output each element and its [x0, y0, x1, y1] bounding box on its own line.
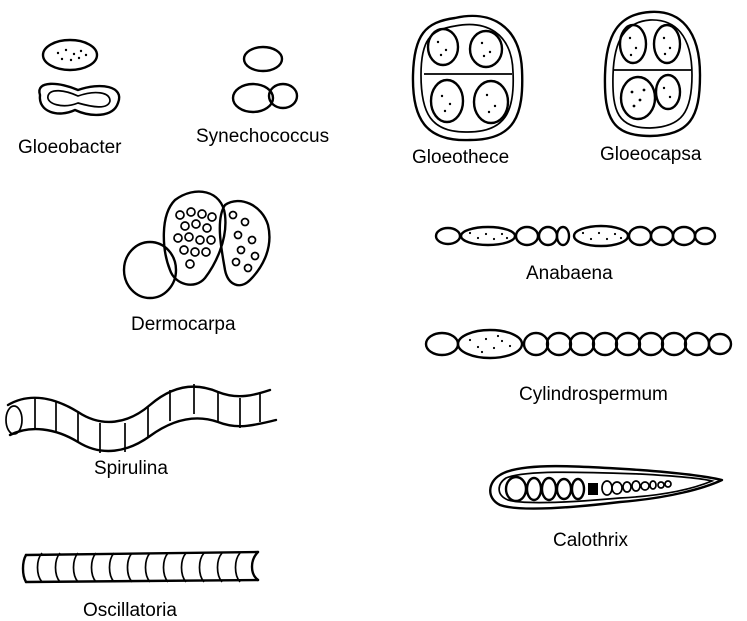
anabaena-drawing [436, 226, 715, 246]
gloeobacter-drawing [39, 40, 119, 115]
label-calothrix: Calothrix [553, 530, 628, 551]
label-gloeothece: Gloeothece [412, 147, 509, 168]
gloeocapsa-drawing [605, 12, 700, 136]
label-dermocarpa: Dermocarpa [131, 314, 236, 335]
spirulina-drawing [6, 384, 276, 453]
oscillatoria-drawing [23, 552, 258, 582]
calothrix-drawing [490, 466, 722, 509]
label-spirulina: Spirulina [94, 458, 168, 479]
label-cylindrospermum: Cylindrospermum [519, 384, 668, 405]
label-gloeobacter: Gloeobacter [18, 137, 122, 158]
gloeothece-drawing [413, 16, 522, 140]
label-synechococcus: Synechococcus [196, 126, 329, 147]
label-oscillatoria: Oscillatoria [83, 600, 177, 621]
label-gloeocapsa: Gloeocapsa [600, 144, 702, 165]
cylindrospermum-drawing [426, 330, 731, 358]
synechococcus-drawing [233, 47, 297, 112]
label-anabaena: Anabaena [526, 263, 613, 284]
dermocarpa-drawing [124, 192, 269, 298]
